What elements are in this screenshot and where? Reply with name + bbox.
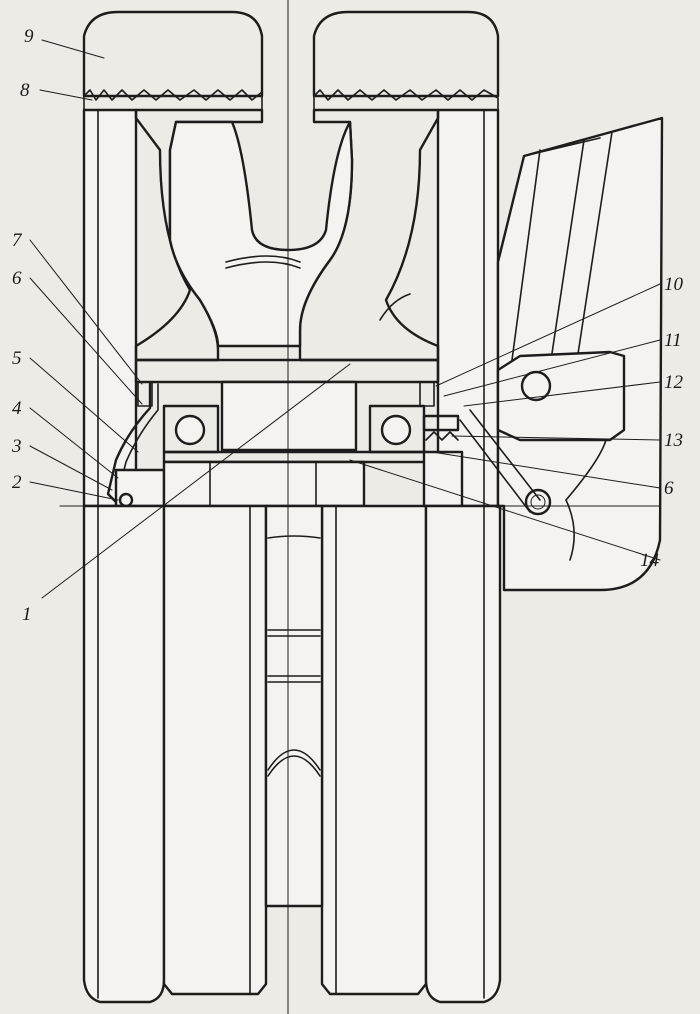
leader-lines [29, 39, 661, 599]
tyre-treads [82, 10, 500, 111]
wheel-discs-lower [82, 504, 502, 1004]
bearing-assembly [106, 358, 464, 508]
callout-5: 5 [12, 348, 22, 369]
callout-11: 11 [664, 330, 682, 351]
callout-3: 3 [11, 436, 22, 457]
callout-1: 1 [22, 604, 32, 625]
callout-8: 8 [20, 80, 30, 101]
axis-lines [59, 0, 661, 1014]
callout-6-left: 6 [12, 268, 22, 289]
wheel-hub-casting [134, 108, 440, 362]
callout-2: 2 [12, 472, 22, 493]
callout-10: 10 [664, 274, 684, 295]
callout-12: 12 [664, 372, 684, 393]
axle-hub [162, 460, 366, 508]
callout-13: 13 [664, 430, 683, 451]
callouts: 9 8 7 6 5 4 3 2 1 10 11 12 13 6 14 [11, 26, 684, 625]
fork-arm [459, 116, 664, 592]
callout-7: 7 [12, 230, 23, 251]
callout-6-right: 6 [664, 478, 674, 499]
callout-14: 14 [640, 550, 660, 571]
callout-4: 4 [12, 398, 22, 419]
callout-9: 9 [24, 26, 34, 47]
